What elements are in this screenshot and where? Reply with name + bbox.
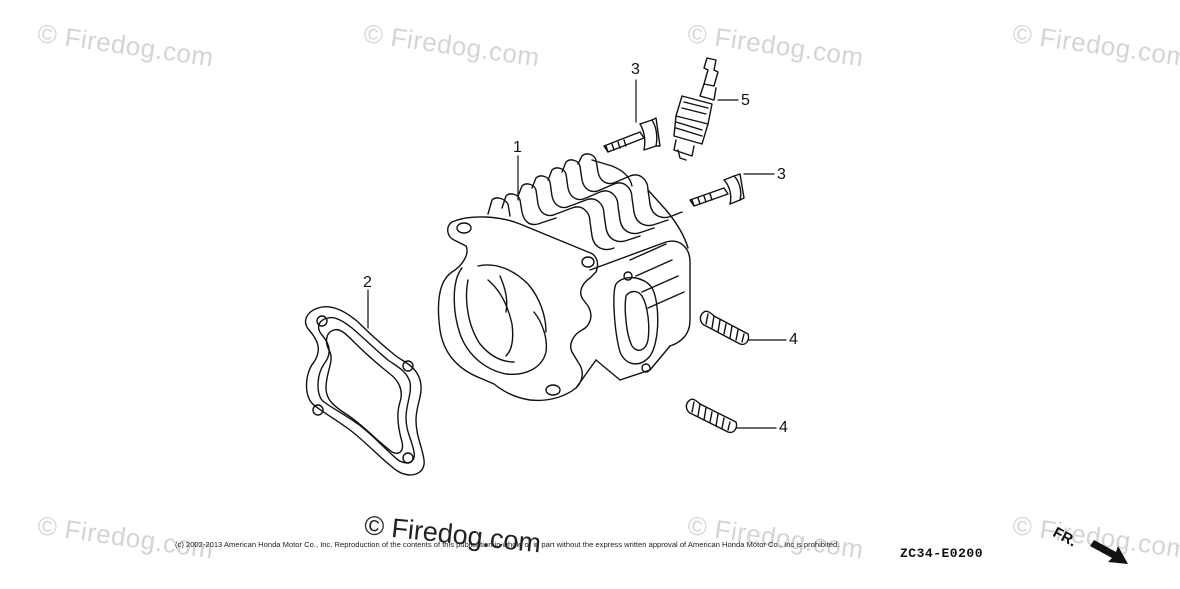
callout-stud-upper: 4 [789, 331, 798, 348]
callout-stud-lower: 4 [779, 419, 788, 436]
leader-lines [367, 79, 787, 429]
callout-cylinder: 1 [513, 139, 522, 156]
bolt-right-part[interactable] [689, 173, 745, 207]
front-direction-arrow [1090, 540, 1128, 564]
spark-plug-part[interactable] [673, 57, 719, 161]
diagram-code: ZC34-E0200 [900, 546, 984, 561]
copyright-notice: (c) 2002-2013 American Honda Motor Co., … [175, 540, 840, 549]
bolt-upper-part[interactable] [603, 117, 661, 153]
stud-lower-part[interactable] [685, 398, 738, 434]
cylinder-gasket-part[interactable] [304, 306, 425, 476]
stud-upper-part[interactable] [699, 310, 750, 346]
callout-spark-plug: 5 [741, 92, 750, 109]
cylinder-part[interactable] [437, 153, 691, 402]
callout-gasket: 2 [363, 274, 372, 291]
callout-bolt-upper: 3 [631, 61, 640, 78]
callout-bolt-right: 3 [777, 166, 786, 183]
